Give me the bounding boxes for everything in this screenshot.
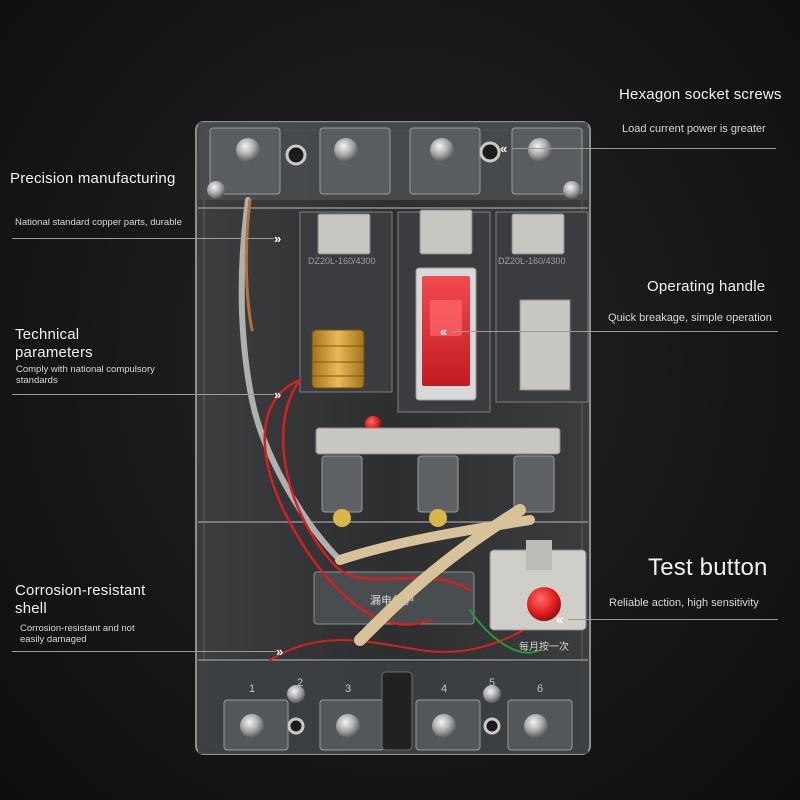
- hex-screw-icon: [524, 714, 548, 738]
- terminal-number: 6: [537, 683, 543, 695]
- callout-subtitle-shell: Corrosion-resistant and not easily damag…: [20, 623, 135, 645]
- rating-label-left: DZ20L-160/4300: [308, 256, 376, 266]
- hex-screw-icon: [236, 138, 260, 162]
- terminal-number: 1: [249, 683, 255, 695]
- callout-leader-line: [512, 148, 776, 149]
- terminal-number: 3: [345, 683, 351, 695]
- chevron-right-icon: »: [274, 387, 281, 402]
- callout-subtitle-hex-screws: Load current power is greater: [622, 123, 766, 135]
- operating-handle-icon: [415, 267, 477, 401]
- wiring: [238, 197, 541, 661]
- callout-subtitle-technical: Comply with national compulsory standard…: [16, 364, 155, 386]
- callout-subtitle-test-button: Reliable action, high sensitivity: [609, 597, 759, 609]
- chevron-right-icon: »: [274, 231, 281, 246]
- auxiliary-block: [519, 299, 571, 391]
- callout-title-handle: Operating handle: [647, 278, 766, 295]
- chevron-right-icon: »: [276, 644, 283, 659]
- trip-coil-icon: [311, 329, 365, 389]
- hex-screw-icon: [528, 138, 552, 162]
- callout-subtitle-handle: Quick breakage, simple operation: [608, 312, 772, 324]
- test-button-icon: 每月按一次: [489, 540, 587, 653]
- bottom-terminal-block: [198, 662, 588, 754]
- terminal-number: 2: [297, 677, 303, 689]
- chevron-left-icon: «: [500, 141, 507, 156]
- callout-leader-line: [12, 238, 274, 239]
- chevron-left-icon: «: [440, 324, 447, 339]
- top-terminal-block: [198, 122, 588, 200]
- callout-leader-line: [12, 651, 276, 652]
- rating-label-right: DZ20L-160/4300: [498, 256, 566, 266]
- test-instruction-label: 每月按一次: [519, 640, 569, 653]
- callout-title-technical: Technical parameters: [15, 326, 93, 361]
- hex-screw-icon: [430, 138, 454, 162]
- chevron-left-icon: «: [556, 612, 563, 627]
- hex-screw-icon: [240, 714, 264, 738]
- hex-screw-icon: [334, 138, 358, 162]
- callout-leader-line: [452, 331, 778, 332]
- terminal-number: 4: [441, 683, 447, 695]
- callout-title-hex-screws: Hexagon socket screws: [619, 86, 782, 103]
- callout-title-precision: Precision manufacturing: [10, 170, 176, 187]
- terminal-number: 5: [489, 677, 495, 689]
- callout-title-shell: Corrosion-resistant shell: [15, 582, 146, 617]
- callout-subtitle-precision: National standard copper parts, durable: [15, 217, 182, 228]
- hex-screw-icon: [336, 714, 360, 738]
- callout-title-test-button: Test button: [648, 554, 768, 581]
- callout-leader-line: [568, 619, 778, 620]
- hex-screw-icon: [432, 714, 456, 738]
- callout-leader-line: [12, 394, 274, 395]
